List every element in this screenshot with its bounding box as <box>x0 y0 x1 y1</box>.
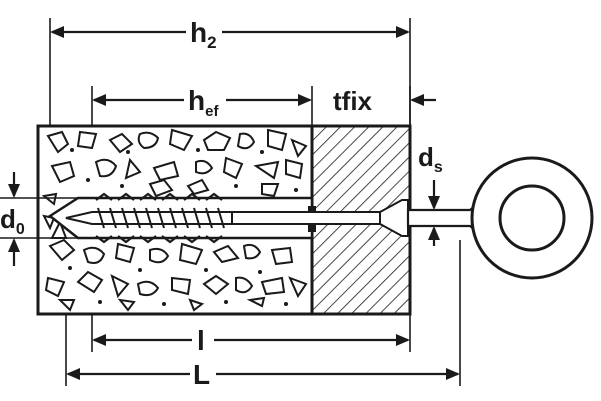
dimension-tfix <box>410 94 436 106</box>
eye-ring <box>470 156 594 280</box>
eye-screw <box>65 195 484 241</box>
dimension-ds <box>428 180 440 246</box>
label-d0: d0 <box>0 204 25 238</box>
label-L: L <box>193 359 210 390</box>
dimension-L <box>66 368 460 380</box>
label-hef: hef <box>188 85 219 120</box>
aggregate-specks <box>68 148 298 306</box>
label-h2: h2 <box>190 17 217 52</box>
dimension-h2 <box>50 26 410 38</box>
label-l: l <box>197 325 205 356</box>
dimension-l <box>92 334 410 346</box>
extension-lines <box>0 18 461 386</box>
dimension-d0 <box>8 172 20 266</box>
label-tfix: tfix <box>333 86 373 116</box>
label-ds: ds <box>418 142 443 176</box>
label-backgrounds <box>184 14 226 390</box>
